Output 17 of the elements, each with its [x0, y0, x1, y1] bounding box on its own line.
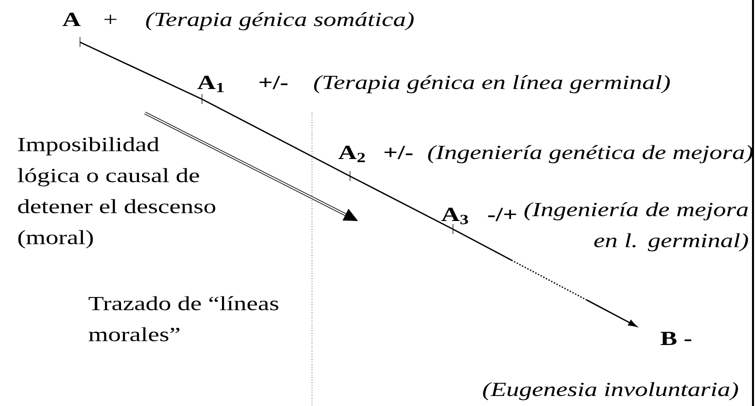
description-text: (Eugenesia involuntaria)	[483, 382, 738, 400]
point-label: A	[62, 12, 81, 26]
sign-label: -/+	[488, 208, 516, 222]
sign-label: +/-	[260, 76, 288, 90]
point-label: A$_{1}$	[197, 76, 224, 92]
note-text: Trazado de “líneas morales”	[88, 296, 278, 342]
description-text: (Terapia génica somática)	[146, 12, 414, 30]
note-text: Imposibilidad lógica o causal de detener el descenso (moral)	[18, 137, 216, 248]
description-text: (Terapia génica en línea germinal)	[314, 75, 670, 94]
point-label: A$_{2}$	[338, 146, 365, 162]
description-text: (Ingeniería genética de mejora)	[428, 145, 753, 164]
description-text: (Ingeniería de mejora en l. germinal)	[524, 202, 748, 252]
point-label: B -	[660, 332, 692, 346]
point-label: A$_{3}$	[441, 208, 468, 224]
arrow	[452, 228, 637, 327]
sign-label: +	[104, 14, 116, 24]
sign-label: +/-	[384, 146, 412, 160]
